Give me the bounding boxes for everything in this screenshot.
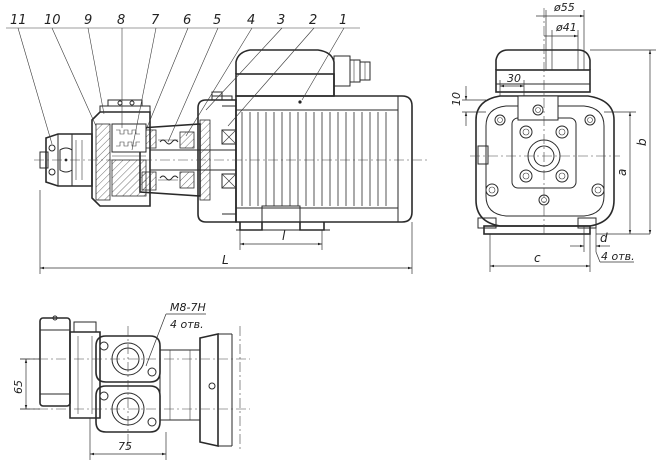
front-terminal-box [495, 49, 591, 70]
dim-c-label: c [534, 251, 541, 265]
terminal-box [235, 49, 371, 97]
part-label-1: 1 [339, 13, 347, 28]
motor-body [235, 95, 413, 231]
dim-phi55-label: ø55 [553, 1, 575, 14]
motor-flange [197, 91, 237, 223]
part-label-10: 10 [44, 13, 61, 28]
dim-10-label: 10 [450, 92, 463, 106]
dimension-l-small: l [239, 229, 323, 250]
part-label-3: 3 [277, 13, 285, 28]
part-label-6: 6 [183, 13, 191, 28]
dimension-a: a [596, 111, 650, 235]
dim-b-label: b [635, 138, 649, 146]
dimension-65: 65 [12, 358, 40, 410]
plan-valve-cap [39, 317, 71, 407]
side-view: 11 10 9 8 7 6 5 4 3 2 1 l L [6, 13, 430, 274]
leader-lines [6, 27, 360, 151]
dim-a-label: a [615, 169, 629, 176]
dim-phi41-label: ø41 [555, 21, 577, 34]
part-label-9: 9 [84, 13, 92, 28]
part-label-2: 2 [309, 13, 317, 28]
plan-neck [159, 349, 201, 421]
dim-l-label: l [282, 229, 286, 243]
dimension-d: d 4 отв. [570, 226, 635, 263]
dim-65-label: 65 [12, 380, 25, 394]
part-label-8: 8 [117, 13, 125, 28]
part-labels: 11 10 9 8 7 6 5 4 3 2 1 [10, 13, 347, 28]
dim-d-label: d [600, 231, 608, 245]
dimension-30: 30 [499, 72, 525, 96]
thread-count-label: 4 отв. [170, 318, 204, 331]
thread-spec-label: M8-7H [170, 301, 206, 314]
plan-view: M8-7H 4 отв. 65 75 [12, 301, 250, 460]
dimension-phi55: ø55 [536, 1, 585, 70]
thread-callout: M8-7H 4 отв. [145, 301, 206, 367]
plan-lower-flange [95, 385, 161, 433]
front-base [483, 225, 591, 235]
dim-L-label: L [222, 253, 229, 267]
front-bolts [485, 104, 605, 206]
dimension-phi41: ø41 [544, 21, 579, 70]
dimension-c: c [489, 234, 591, 272]
dimension-10: 10 [450, 86, 486, 126]
part-label-11: 11 [10, 13, 27, 28]
plan-motor-flange [199, 333, 219, 447]
part-label-4: 4 [247, 13, 255, 28]
dimension-75: 75 [89, 418, 167, 460]
dim-holes-label: 4 отв. [601, 250, 635, 263]
dim-30-label: 30 [507, 72, 521, 85]
part-label-5: 5 [213, 13, 221, 28]
dim-75-label: 75 [118, 440, 132, 453]
front-view: ø55 ø41 30 10 a [450, 1, 656, 272]
part-label-7: 7 [151, 13, 160, 28]
pump-casing [91, 99, 151, 207]
dimension-L: L [39, 190, 413, 274]
dimension-b: b [590, 49, 656, 234]
front-motor-outline [475, 95, 615, 227]
